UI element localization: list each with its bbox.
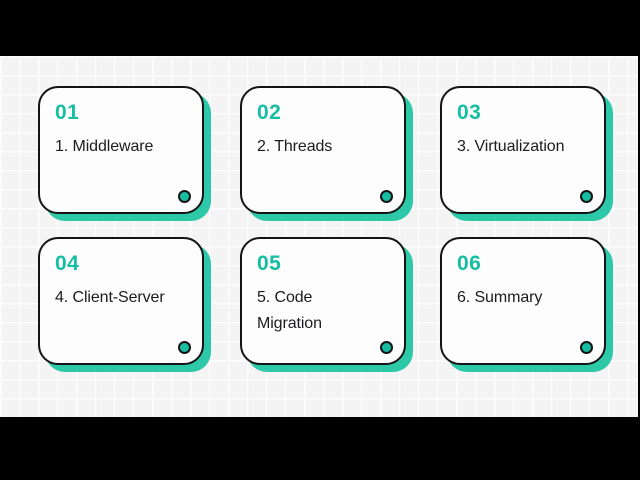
card-label: 6. Summary [457,289,543,306]
bullet-dot-icon [178,341,191,354]
card-label: 5. Code Migration [257,289,322,332]
card-number: 02 [257,101,282,124]
topic-card-middleware: 01 1. Middleware [38,86,204,214]
topic-card-threads: 02 2. Threads [240,86,406,214]
card-number: 03 [457,101,482,124]
bullet-dot-icon [380,341,393,354]
card-number: 04 [55,252,80,275]
bullet-dot-icon [380,190,393,203]
letterbox-bottom [0,417,640,480]
card-number: 06 [457,252,482,275]
bullet-dot-icon [178,190,191,203]
slide-canvas: 01 1. Middleware 02 2. Threads 03 3. Vir… [0,56,638,417]
card-number: 05 [257,252,282,275]
card-label: 4. Client-Server [55,289,165,306]
card-label: 2. Threads [257,138,333,155]
topic-card-summary: 06 6. Summary [440,237,606,365]
card-number: 01 [55,101,80,124]
bullet-dot-icon [580,341,593,354]
card-label: 3. Virtualization [457,138,565,155]
topic-card-virtualization: 03 3. Virtualization [440,86,606,214]
topic-card-code-migration: 05 5. Code Migration [240,237,406,365]
topic-card-client-server: 04 4. Client-Server [38,237,204,365]
bullet-dot-icon [580,190,593,203]
card-label: 1. Middleware [55,138,154,155]
letterbox-top [0,0,640,56]
